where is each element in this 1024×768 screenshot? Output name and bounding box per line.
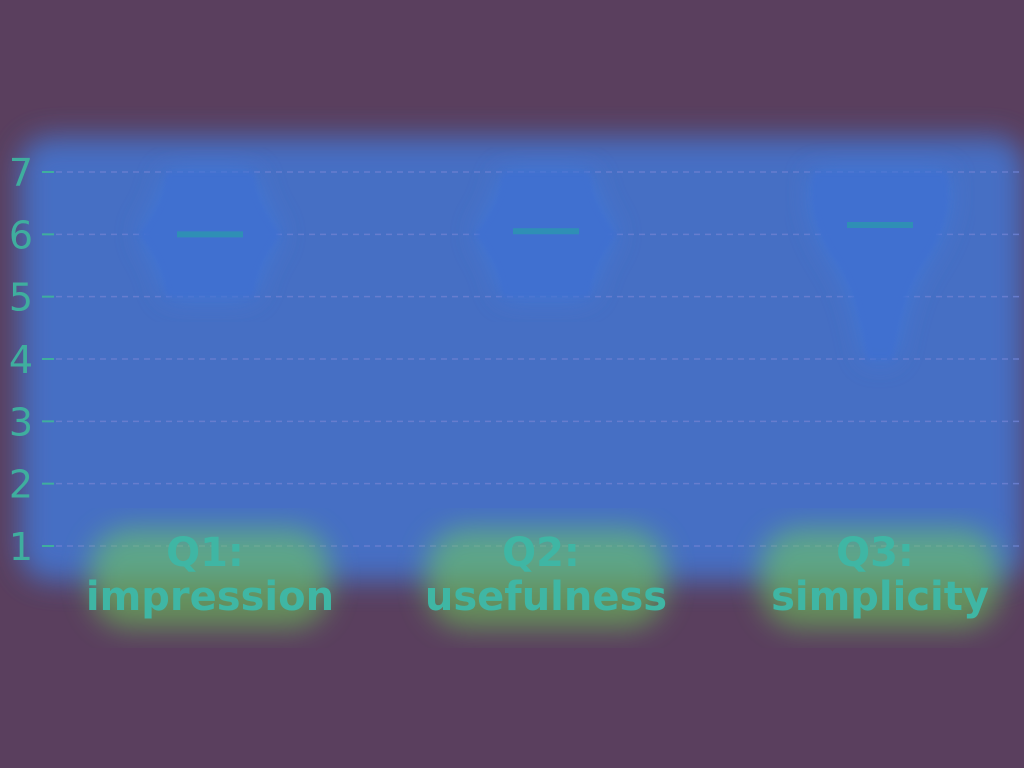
y-tick-label: 1 <box>9 525 33 569</box>
category-label-glow <box>426 528 666 628</box>
category-label: Q1: <box>166 530 244 576</box>
category-label: Q2: <box>502 530 580 576</box>
category-label: Q3: <box>836 530 914 576</box>
y-tick-label: 3 <box>9 400 33 444</box>
category-label: simplicity <box>771 574 989 620</box>
violin-layer <box>140 172 949 359</box>
category-label-glow <box>90 528 330 628</box>
y-axis: 1 2 3 4 5 6 7 <box>9 151 54 569</box>
y-tick-label: 4 <box>9 338 33 382</box>
y-tick-label: 6 <box>9 213 33 257</box>
y-tick-label: 7 <box>9 151 33 195</box>
violin-shape <box>811 172 949 359</box>
y-tick-label: 5 <box>9 276 33 320</box>
y-tick-label: 2 <box>9 463 33 507</box>
x-axis: Q1:impression Q2:usefulness Q3:simplicity <box>86 528 1000 628</box>
category-label-glow <box>760 528 1000 628</box>
category-label: impression <box>86 574 334 620</box>
violin-shape <box>476 172 616 297</box>
category-label: usefulness <box>425 574 667 620</box>
